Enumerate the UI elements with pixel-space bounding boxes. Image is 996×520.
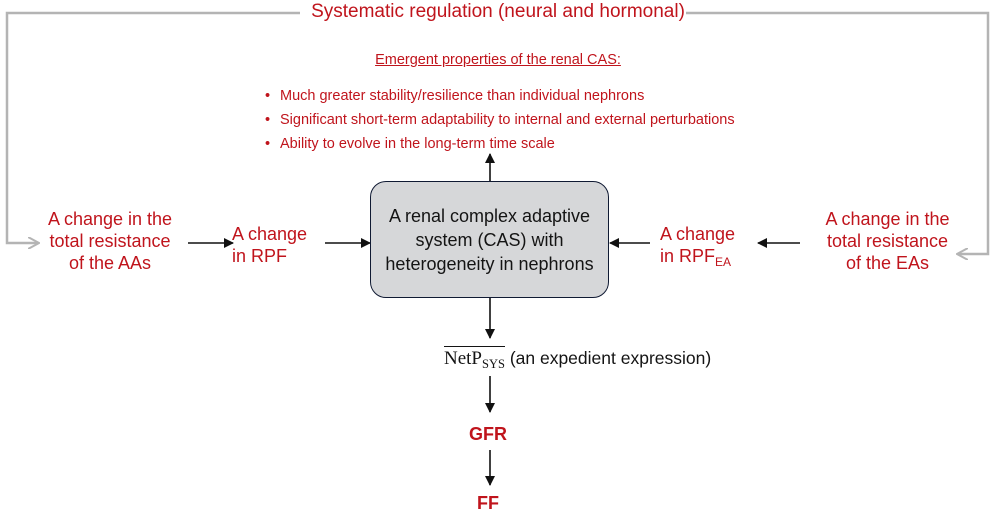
node-line: A change in the [825, 209, 950, 229]
emergent-property-item: Significant short-term adaptability to i… [265, 108, 735, 132]
rpf-change-node: A change in RPF [232, 223, 332, 267]
netp-subscript: SYS [482, 357, 505, 371]
renal-cas-box-text: A renal complex adaptive system (CAS) wi… [385, 205, 594, 274]
regulation-right-feedback-line [686, 11, 990, 254]
netp-symbol-text: NetP [444, 348, 482, 369]
rpf-ea-change-node: A change in RPFEA [660, 223, 760, 269]
gfr-label: GFR [469, 424, 507, 444]
node-line: of the AAs [68, 253, 152, 273]
node-line: A change [232, 224, 308, 244]
node-line: of the EAs [845, 253, 930, 273]
regulation-left-feedback-line [5, 11, 300, 243]
node-line: total resistance [826, 231, 949, 251]
node-line: A change in the [47, 209, 173, 229]
netp-suffix: (an expedient expression) [509, 348, 712, 368]
rpf-ea-subscript: EA [715, 255, 732, 269]
rpf-ea-prefix: in RPF [660, 246, 716, 266]
node-line: A change [660, 224, 736, 244]
emergent-property-item: Ability to evolve in the long-term time … [265, 132, 735, 156]
emergent-property-item: Much greater stability/resilience than i… [265, 84, 735, 108]
netp-symbol: NetPSYS [444, 346, 505, 371]
node-line: total resistance [49, 231, 171, 251]
node-line: in RPFEA [660, 245, 760, 269]
regulation-label: Systematic regulation (neural and hormon… [311, 1, 685, 22]
renal-cas-box: A renal complex adaptive system (CAS) wi… [370, 181, 609, 298]
emergent-properties-list: Much greater stability/resilience than i… [265, 84, 735, 156]
ea-resistance-change-node: A change in the total resistance of the … [800, 208, 975, 274]
emergent-properties-title: Emergent properties of the renal CAS: [375, 52, 621, 68]
node-line: in RPF [232, 246, 288, 266]
aa-resistance-change-node: A change in the total resistance of the … [30, 208, 190, 274]
ff-label: FF [477, 493, 499, 513]
netp-expression: NetPSYS (an expedient expression) [444, 346, 711, 371]
